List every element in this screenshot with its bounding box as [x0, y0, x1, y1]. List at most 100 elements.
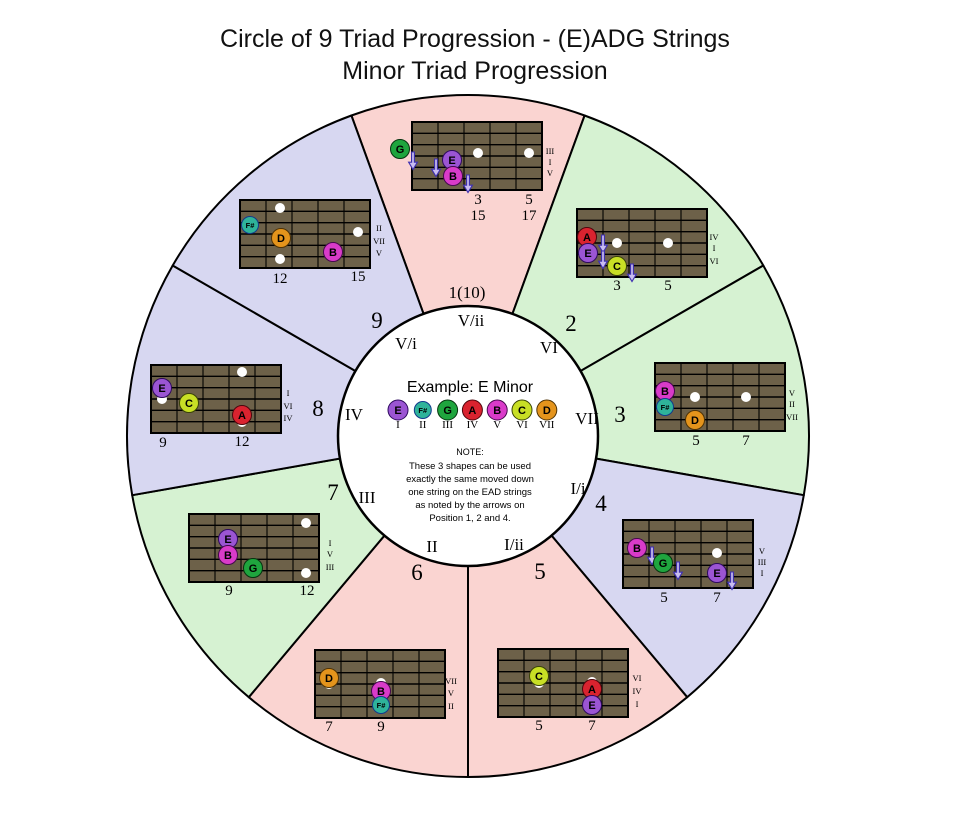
example-label: Example: E Minor — [407, 379, 534, 396]
note-label-D: D — [325, 673, 333, 685]
note-label-A: A — [583, 232, 591, 244]
scale-numeral-row: I II III IV V VI VII — [396, 419, 555, 431]
side-numeral: VII — [786, 412, 798, 422]
fret-marker-dot — [301, 568, 311, 578]
fretboard-position-1: G E B III I V 3 5 15 17 — [390, 121, 554, 224]
side-numeral: I — [287, 388, 290, 398]
fret-marker-dot — [690, 392, 700, 402]
fret-number: 3 — [613, 278, 621, 294]
fret-number-alt: 17 — [522, 208, 538, 224]
scale-note-label-E: E — [394, 405, 401, 417]
scale-note-row: E F# G A B C D — [387, 399, 558, 421]
fret-number: 7 — [325, 719, 333, 735]
wedge-number-4: 4 — [595, 491, 607, 516]
wedge-number-8: 8 — [312, 396, 324, 421]
note-circle-G — [390, 139, 410, 159]
side-numeral: VII — [445, 676, 457, 686]
inner-numeral-4: I/i — [570, 479, 585, 498]
side-numeral: VI — [710, 256, 719, 266]
fret-number: 3 — [474, 192, 482, 208]
note-circle-C — [529, 666, 549, 686]
fret-marker-dot — [712, 548, 722, 558]
side-numeral: IV — [710, 232, 720, 242]
side-numeral: IV — [633, 686, 643, 696]
note-circle-Fsharp — [241, 216, 259, 234]
fret-number: 9 — [225, 583, 233, 599]
fretboard-position-6: D B F# VII V II 7 9 — [314, 649, 457, 735]
note-label-B: B — [329, 247, 337, 259]
side-numeral: II — [376, 223, 382, 233]
note-label-E: E — [158, 383, 165, 395]
note-line-3: one string on the EAD strings — [408, 487, 532, 498]
fret-number: 5 — [535, 718, 543, 734]
scale-note-A — [461, 399, 483, 421]
note-circle-B — [443, 166, 463, 186]
scale-numeral-6: VI — [516, 419, 528, 431]
fretboard-grid — [654, 362, 786, 432]
note-label-E: E — [584, 248, 591, 260]
diagram-title-line2: Minor Triad Progression — [342, 57, 607, 85]
wedge-number-3: 3 — [614, 402, 626, 427]
note-circle-D — [319, 668, 339, 688]
note-label-G: G — [659, 558, 668, 570]
scale-note-G — [437, 399, 459, 421]
note-heading: NOTE: — [456, 447, 484, 457]
note-line-1: These 3 shapes can be used — [409, 461, 531, 472]
fret-number: 5 — [692, 433, 700, 449]
fret-marker-dot — [301, 518, 311, 528]
fret-number: 7 — [588, 718, 596, 734]
note-circle-G — [653, 553, 673, 573]
fret-number: 7 — [713, 590, 721, 606]
note-label-B: B — [449, 171, 457, 183]
fretboard-position-2: A E C IV I VI 3 5 — [576, 208, 720, 294]
note-circle-B — [627, 538, 647, 558]
fret-marker-dot — [353, 227, 363, 237]
side-numeral: V — [327, 549, 334, 559]
fret-marker-dot — [663, 238, 673, 248]
note-line-2: exactly the same moved down — [406, 474, 534, 485]
scale-note-label-D: D — [543, 405, 551, 417]
side-numeral: VI — [633, 673, 642, 683]
side-numeral: VII — [373, 236, 385, 246]
fretboard-position-3: B F# D V II VII 5 7 — [654, 362, 798, 449]
center-note-text: NOTE: These 3 shapes can be used exactly… — [406, 447, 534, 524]
note-circle-D — [685, 410, 705, 430]
note-circle-E — [578, 243, 598, 263]
side-numeral: V — [547, 168, 554, 178]
note-circle-Fsharp — [372, 696, 390, 714]
scale-numeral-3: III — [442, 419, 453, 431]
scale-note-label-G: G — [443, 405, 452, 417]
wedge-number-6: 6 — [411, 560, 423, 585]
scale-note-label-A: A — [468, 405, 476, 417]
fretboard-position-8: E C A I VI IV 9 12 — [150, 364, 294, 451]
fret-number-alt: 15 — [471, 208, 486, 224]
inner-numeral-5: I/ii — [504, 535, 524, 554]
scale-note-label-B: B — [493, 405, 501, 417]
fret-number: 5 — [664, 278, 672, 294]
note-label-Fsharp: F# — [246, 221, 256, 230]
note-label-C: C — [185, 398, 193, 410]
note-circle-B — [218, 545, 238, 565]
scale-numeral-7: VII — [539, 419, 555, 431]
scale-note-E — [387, 399, 409, 421]
fretboard-grid — [239, 199, 371, 269]
fretboard-grid — [576, 208, 708, 278]
side-numeral: I — [713, 243, 716, 253]
scale-note-C — [511, 399, 533, 421]
side-numeral: IV — [284, 413, 294, 423]
fretboard-position-7: E B G I V III 9 12 — [188, 513, 334, 599]
note-circle-E — [707, 563, 727, 583]
note-label-C: C — [613, 261, 621, 273]
fret-number: 15 — [351, 269, 366, 285]
scale-numeral-4: IV — [467, 419, 479, 431]
scale-note-D — [536, 399, 558, 421]
side-numeral: I — [636, 699, 639, 709]
side-numeral: III — [758, 557, 767, 567]
side-numeral: I — [761, 568, 764, 578]
fret-number: 9 — [159, 435, 167, 451]
inner-numeral-1: V/ii — [458, 311, 485, 330]
note-label-Fsharp: F# — [377, 701, 387, 710]
side-numeral: V — [376, 248, 383, 258]
fret-marker-dot — [275, 254, 285, 264]
note-line-4: as noted by the arrows on — [415, 500, 524, 511]
